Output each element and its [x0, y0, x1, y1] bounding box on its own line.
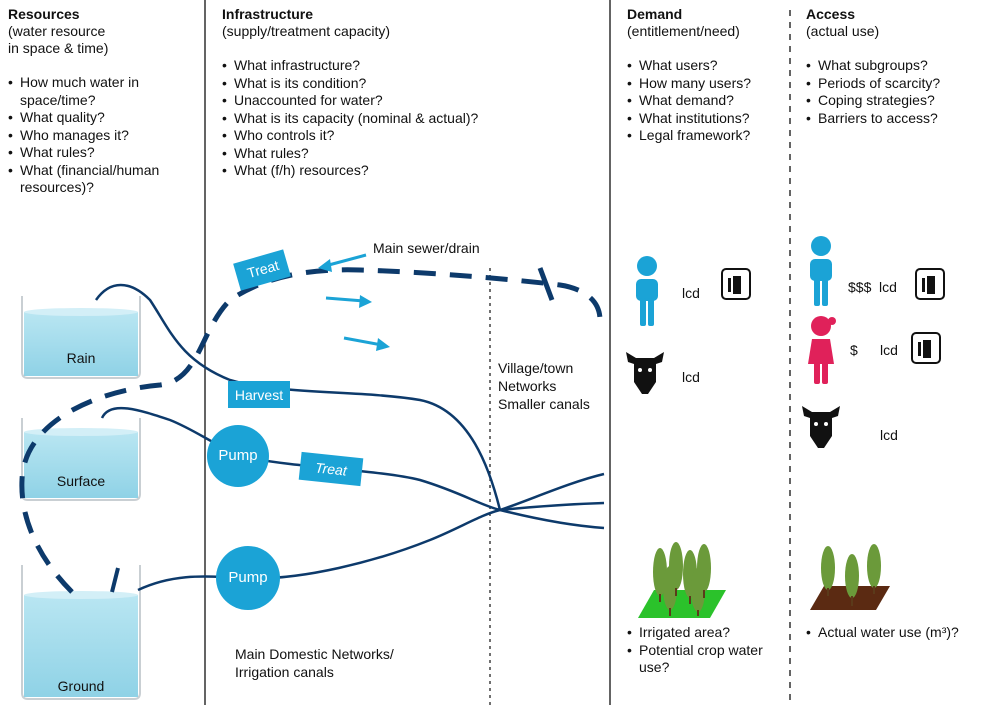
dashed-return-flow: [19, 267, 603, 594]
arrow-3: [343, 336, 390, 351]
column-subtitle-resources-2: in space & time): [8, 40, 109, 56]
treat-top-box: [233, 249, 291, 291]
question-item: Barriers to access?: [806, 110, 978, 128]
arrow-2: [325, 295, 372, 308]
field-icon-demand: [638, 542, 726, 618]
infrastructure-questions: What infrastructure? What is its conditi…: [222, 57, 602, 180]
pump-2-circle: [216, 546, 280, 610]
demand-field-questions: Irrigated area? Potential crop water use…: [627, 624, 777, 677]
meter-icon-access-rich: [915, 268, 945, 300]
cow-icon-demand: [626, 352, 664, 394]
question-item: Coping strategies?: [806, 92, 978, 110]
question-item: What demand?: [627, 92, 787, 110]
glass-rain: [21, 296, 141, 379]
question-item: How many users?: [627, 75, 787, 93]
question-item: Periods of scarcity?: [806, 75, 978, 93]
meter-icon-access-poor: [911, 332, 941, 364]
treat-mid-box: [298, 451, 364, 487]
question-item: What subgroups?: [806, 57, 978, 75]
column-subtitle-access: (actual use): [806, 23, 880, 39]
question-item: Actual water use (m³)?: [806, 624, 981, 642]
column-title-demand: Demand: [627, 6, 683, 22]
question-item: What institutions?: [627, 110, 787, 128]
glass-surface: [21, 418, 141, 501]
question-item: What quality?: [8, 109, 168, 127]
person-icon-access-rich: [810, 236, 832, 306]
demand-questions: What users? How many users? What demand?…: [627, 57, 787, 145]
access-poor-cost: $: [850, 342, 858, 358]
question-item: What is its capacity (nominal & actual)?: [222, 110, 602, 128]
access-questions: What subgroups? Periods of scarcity? Cop…: [806, 57, 978, 127]
access-field-questions: Actual water use (m³)?: [806, 624, 981, 642]
main-networks-label-2: Irrigation canals: [235, 664, 334, 680]
question-item: Irrigated area?: [627, 624, 777, 642]
dashed-sewer-mark: [537, 267, 555, 301]
column-infrastructure: Infrastructure (supply/treatment capacit…: [222, 6, 602, 180]
demand-cow-lcd: lcd: [682, 369, 700, 385]
arrow-1: [318, 253, 367, 272]
harvest-label: Harvest: [234, 387, 284, 403]
source-label-ground: Ground: [57, 678, 105, 694]
cow-icon-access: [802, 406, 840, 448]
question-item: Legal framework?: [627, 127, 787, 145]
outflow-1: [499, 472, 605, 512]
question-item: What users?: [627, 57, 787, 75]
main-sewer-label: Main sewer/drain: [373, 240, 480, 256]
access-rich-lcd: lcd: [879, 279, 897, 295]
question-item: What (financial/human resources)?: [8, 162, 168, 197]
village-networks-label-1: Village/town: [498, 360, 574, 376]
ground-pipe: [137, 508, 501, 592]
village-networks-label-2: Networks: [498, 378, 557, 394]
column-title-infrastructure: Infrastructure: [222, 6, 314, 22]
question-item: Unaccounted for water?: [222, 92, 602, 110]
glass-ground: [21, 565, 141, 700]
source-label-rain: Rain: [66, 350, 96, 366]
pump-1-circle: [207, 425, 269, 487]
pump-2-label: Pump: [228, 569, 268, 586]
main-networks-label-1: Main Domestic Networks/: [235, 646, 394, 662]
question-item: Who manages it?: [8, 127, 168, 145]
harvest-box: [228, 381, 290, 408]
column-subtitle-infrastructure: (supply/treatment capacity): [222, 23, 391, 39]
outflow-3: [499, 508, 605, 530]
resources-questions: How much water in space/time? What quali…: [8, 74, 168, 197]
source-label-surface: Surface: [56, 473, 106, 489]
access-rich-cost: $$$: [848, 279, 872, 295]
access-poor-lcd: lcd: [880, 342, 898, 358]
question-item: Who controls it?: [222, 127, 602, 145]
person-icon-access-poor: [808, 316, 836, 384]
dashed-ground-link: [110, 567, 120, 593]
field-icon-access: [810, 544, 890, 610]
village-networks-label-3: Smaller canals: [498, 396, 590, 412]
question-item: What (f/h) resources?: [222, 162, 602, 180]
access-cow-lcd: lcd: [880, 427, 898, 443]
question-item: What rules?: [222, 145, 602, 163]
outflow-2: [499, 501, 605, 512]
column-title-access: Access: [806, 6, 856, 22]
question-item: Potential crop water use?: [627, 642, 777, 677]
question-item: What infrastructure?: [222, 57, 602, 75]
question-item: What rules?: [8, 144, 168, 162]
rain-pipe: [94, 283, 502, 511]
column-subtitle-resources-1: (water resource: [8, 23, 106, 39]
column-access: Access (actual use) What subgroups? Peri…: [806, 6, 978, 127]
person-icon-demand: [636, 256, 658, 326]
question-item: How much water in space/time?: [8, 74, 168, 109]
question-item: What is its condition?: [222, 75, 602, 93]
meter-icon-demand: [721, 268, 751, 300]
column-title-resources: Resources: [8, 6, 80, 22]
column-resources: Resources (water resource in space & tim…: [8, 6, 198, 197]
column-demand: Demand (entitlement/need) What users? Ho…: [627, 6, 787, 145]
pump-1-label: Pump: [218, 447, 258, 464]
column-subtitle-demand: (entitlement/need): [627, 23, 740, 39]
demand-person-lcd: lcd: [682, 285, 700, 301]
